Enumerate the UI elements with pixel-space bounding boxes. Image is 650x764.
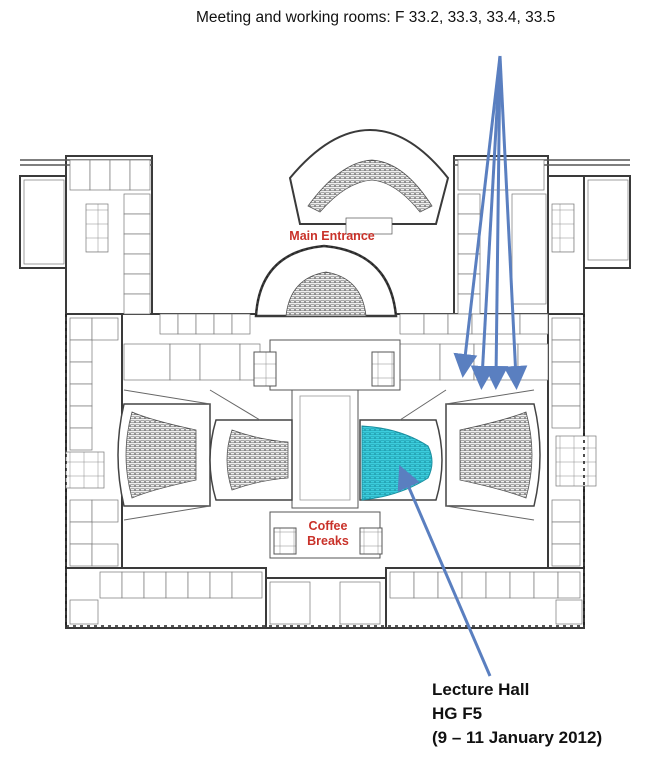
coffee-line-1: Coffee	[308, 519, 348, 533]
coffee-area	[269, 511, 383, 559]
lecture-hall-center-left	[209, 419, 293, 501]
meeting-room-arrows	[453, 55, 528, 390]
facade-dashes	[65, 314, 585, 627]
south-room-row	[69, 571, 583, 625]
lecture-hall-label: Lecture Hall HG F5 (9 – 11 January 2012)	[432, 678, 602, 750]
east-rooms	[551, 317, 597, 567]
entrance-dome	[254, 244, 398, 318]
lecture-hall-dates: (9 – 11 January 2012)	[432, 728, 603, 747]
lecture-hall-hg-f5-highlight	[359, 419, 443, 501]
lecture-hall-room: HG F5	[432, 704, 483, 723]
top-auditorium	[288, 128, 450, 235]
lecture-hall-west	[117, 403, 211, 507]
lecture-hall-east	[445, 403, 541, 507]
main-entrance-label: Main Entrance	[289, 229, 375, 243]
coffee-line-2: Breaks	[307, 534, 349, 548]
coffee-breaks-label: Coffee Breaks	[296, 519, 360, 549]
meeting-rooms-caption: Meeting and working rooms: F 33.2, 33.3,…	[196, 9, 556, 26]
central-corridor	[253, 339, 401, 509]
west-rooms	[65, 317, 119, 567]
diagonal-corridors	[123, 389, 535, 521]
lecture-hall-title: Lecture Hall	[432, 680, 530, 699]
lecture-hall-arrow	[397, 464, 492, 677]
